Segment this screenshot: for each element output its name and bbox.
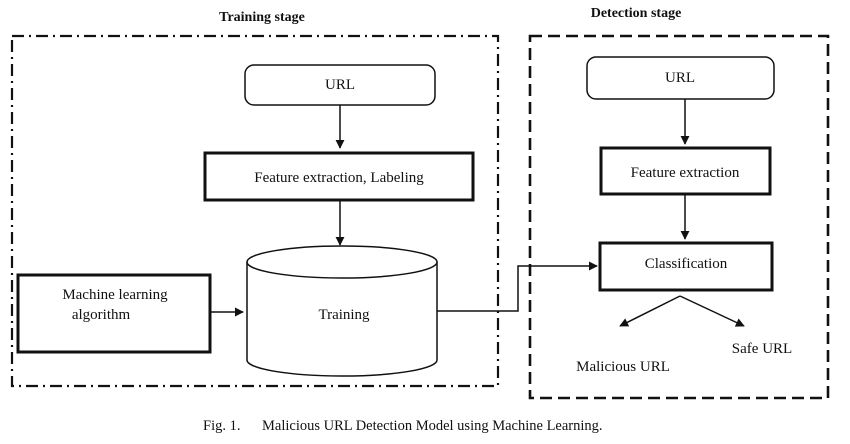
training-url-label: URL (325, 77, 355, 93)
figure-caption-text: Malicious URL Detection Model using Mach… (262, 418, 603, 434)
figure-number: Fig. 1. (203, 418, 240, 434)
training-stage-container (10, 34, 500, 388)
figure-caption: Fig. 1. Malicious URL Detection Model us… (203, 418, 603, 434)
detection-stage-title: Detection stage (591, 6, 682, 21)
ml-algorithm-label-line1: Machine learning (62, 287, 168, 303)
safe-url-label: Safe URL (732, 341, 792, 357)
malicious-url-label: Malicious URL (576, 359, 670, 375)
classification-label: Classification (645, 256, 728, 272)
detection-url-box (586, 56, 775, 100)
arrow-to-safe (679, 295, 745, 327)
training-database-cylinder (246, 245, 438, 377)
arrow-training-to-classification (437, 261, 598, 312)
ml-algorithm-label-line2: algorithm (72, 307, 131, 323)
arrow-to-malicious (619, 295, 681, 327)
classification-box (598, 241, 774, 292)
detection-stage-container (528, 34, 830, 400)
detection-url-label: URL (665, 70, 695, 86)
feature-labeling-label: Feature extraction, Labeling (254, 170, 424, 186)
feature-labeling-box (203, 151, 475, 202)
training-label: Training (318, 307, 370, 323)
training-stage-title: Training stage (219, 10, 305, 25)
ml-algorithm-box (16, 273, 212, 354)
detection-feature-label: Feature extraction (631, 165, 740, 181)
